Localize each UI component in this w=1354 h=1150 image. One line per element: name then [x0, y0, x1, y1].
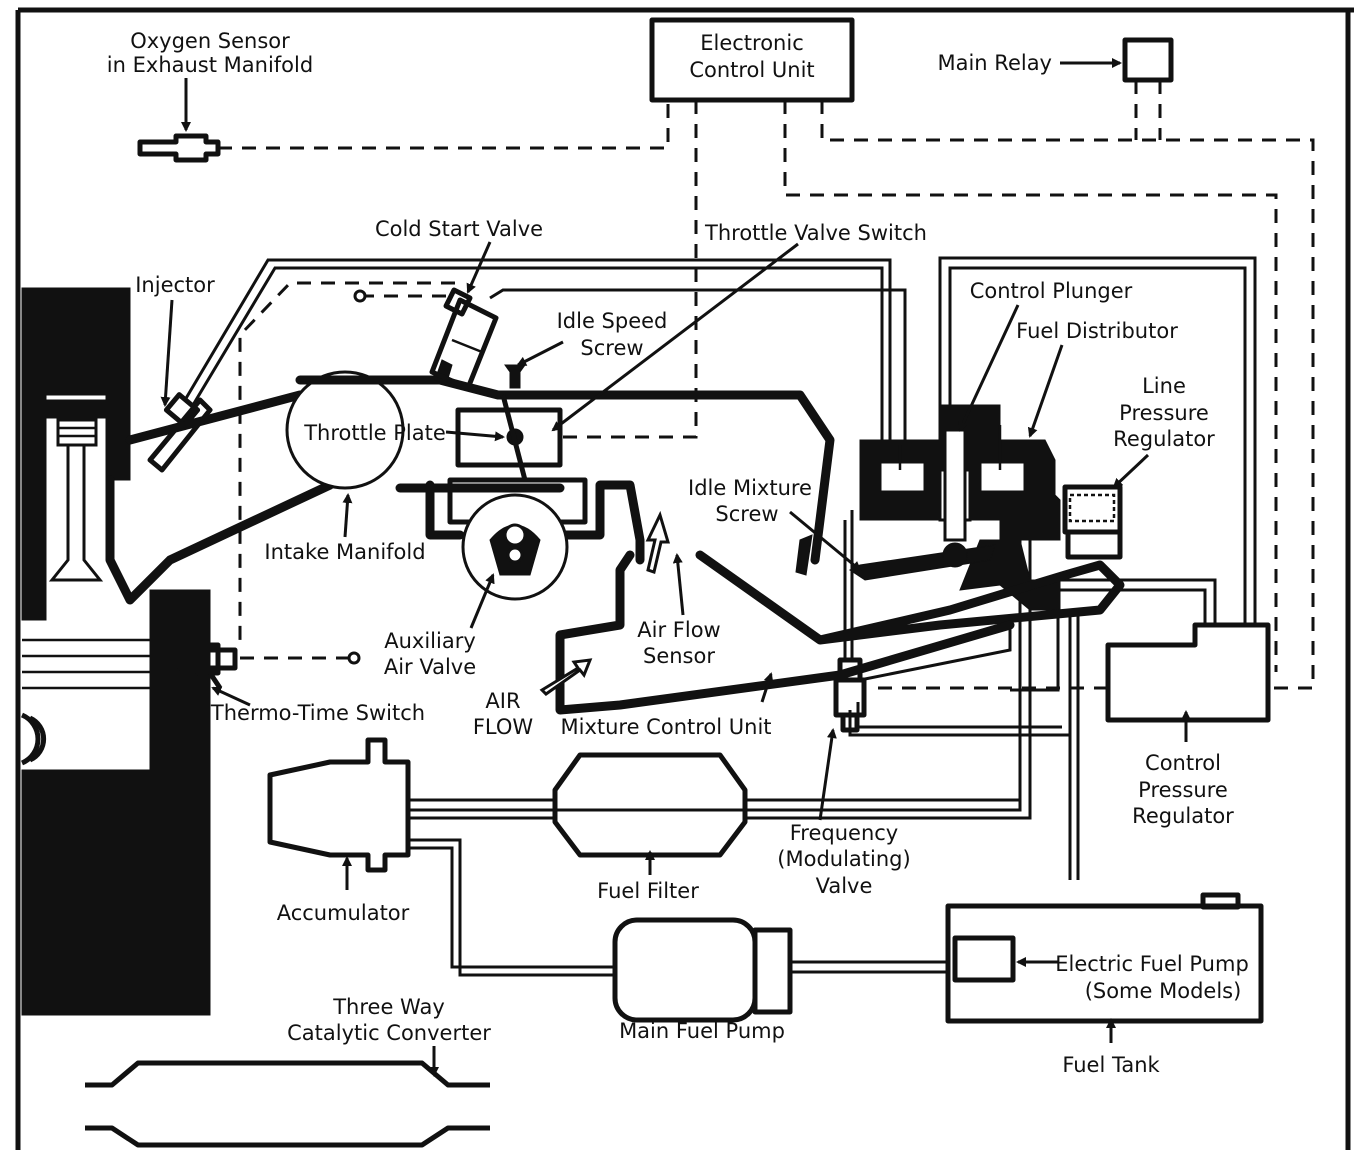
- catalytic-converter: [85, 1060, 490, 1148]
- label-intake-manifold: Intake Manifold: [264, 540, 425, 564]
- air-flow-arrows: [539, 510, 671, 696]
- thermo-time-switch: [177, 642, 238, 690]
- control-pressure-regulator: [1105, 622, 1271, 723]
- label-throttle-valve-switch: Throttle Valve Switch: [704, 221, 927, 245]
- line-pressure-regulator: [1062, 484, 1123, 560]
- label-three-way-cat-2: Catalytic Converter: [287, 1021, 491, 1045]
- label-air-flow-2: FLOW: [473, 715, 534, 739]
- label-main-fuel-pump: Main Fuel Pump: [619, 1019, 785, 1043]
- label-throttle-plate: Throttle Plate: [303, 421, 446, 445]
- main-fuel-pump: [612, 917, 793, 1023]
- label-idle-mixture-screw-2: Screw: [715, 502, 778, 526]
- auxiliary-air-valve: [447, 477, 588, 601]
- label-accumulator: Accumulator: [277, 901, 410, 925]
- label-oxygen-sensor: Oxygen Sensor: [130, 29, 290, 53]
- injector: [147, 392, 213, 473]
- label-control-pressure-regulator-3: Regulator: [1132, 804, 1234, 828]
- label-injector: Injector: [135, 273, 215, 297]
- label-frequency-valve-2: (Modulating): [777, 847, 910, 871]
- fuel-distributor: [859, 404, 1061, 611]
- fuel-filter: [552, 752, 748, 858]
- label-line-pressure-regulator-2: Pressure: [1119, 401, 1209, 425]
- label-three-way-cat: Three Way: [332, 995, 445, 1019]
- label-auxiliary-air-valve: Auxiliary: [384, 629, 476, 653]
- intake-manifold: [105, 359, 835, 605]
- oxygen-sensor: [137, 133, 221, 163]
- label-oxygen-sensor-2: in Exhaust Manifold: [107, 53, 313, 77]
- label-cold-start-valve: Cold Start Valve: [375, 217, 543, 241]
- label-control-plunger: Control Plunger: [970, 279, 1133, 303]
- label-electric-fuel-pump: Electric Fuel Pump: [1055, 952, 1249, 976]
- label-line-pressure-regulator-3: Regulator: [1113, 427, 1215, 451]
- label-frequency-valve-3: Valve: [816, 874, 873, 898]
- diagram-frame: [15, 7, 1354, 1150]
- label-fuel-distributor: Fuel Distributor: [1016, 319, 1178, 343]
- label-auxiliary-air-valve-2: Air Valve: [384, 655, 476, 679]
- label-idle-speed-screw: Idle Speed: [557, 309, 668, 333]
- label-idle-mixture-screw: Idle Mixture: [688, 476, 812, 500]
- label-thermo-time-switch: Thermo-Time Switch: [210, 701, 425, 725]
- label-air-flow: AIR: [485, 689, 520, 713]
- main-relay: [1122, 37, 1174, 83]
- label-fuel-filter: Fuel Filter: [597, 879, 699, 903]
- label-electric-fuel-pump-2: (Some Models): [1085, 979, 1242, 1003]
- label-frequency-valve: Frequency: [790, 821, 899, 845]
- label-ecu-2: Control Unit: [689, 58, 814, 82]
- cold-start-valve: [429, 287, 499, 391]
- label-control-pressure-regulator: Control: [1145, 751, 1221, 775]
- text-labels: Oxygen Sensor in Exhaust Manifold Electr…: [107, 29, 1249, 1077]
- label-air-flow-sensor: Air Flow: [637, 618, 720, 642]
- label-mixture-control-unit: Mixture Control Unit: [560, 715, 771, 739]
- fuel-tank: [945, 892, 1264, 1024]
- label-air-flow-sensor-2: Sensor: [643, 644, 715, 668]
- label-main-relay: Main Relay: [937, 51, 1052, 75]
- label-ecu: Electronic: [700, 31, 804, 55]
- accumulator: [267, 737, 411, 873]
- electronic-control-unit: [649, 17, 855, 103]
- frequency-valve: [833, 510, 867, 733]
- electrical-wiring: [218, 80, 1315, 690]
- label-idle-speed-screw-2: Screw: [580, 336, 643, 360]
- engine-block: [20, 287, 211, 1016]
- pointer-arrows: [160, 58, 1191, 1077]
- label-line-pressure-regulator: Line: [1142, 374, 1186, 398]
- label-fuel-tank: Fuel Tank: [1062, 1053, 1160, 1077]
- label-control-pressure-regulator-2: Pressure: [1138, 778, 1228, 802]
